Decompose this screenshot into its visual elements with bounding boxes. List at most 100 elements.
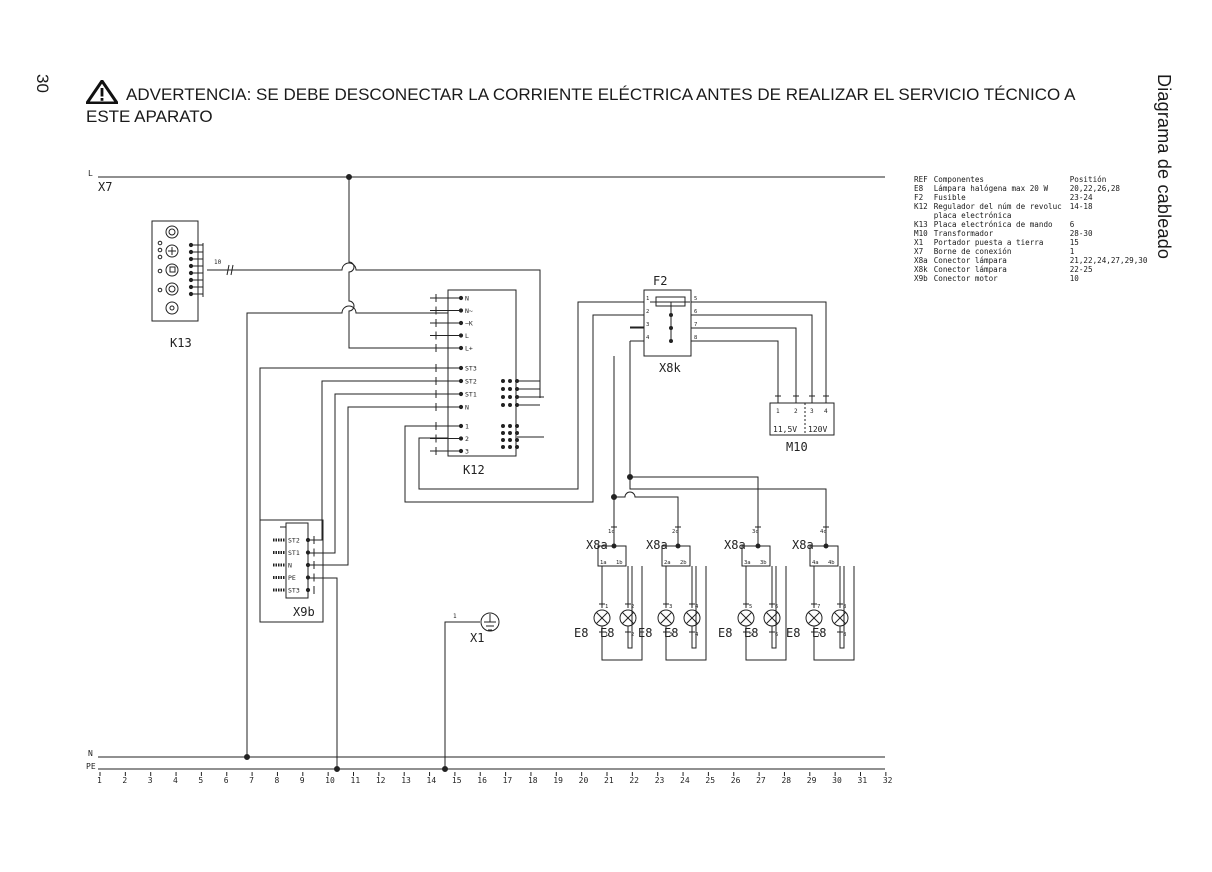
f2-label: F2 — [653, 274, 667, 288]
wire-n-x9b — [308, 406, 448, 566]
k12-bot-pin-dot — [458, 448, 464, 454]
x8a-top-pin: 4c — [820, 529, 827, 535]
grid-number: 19 — [553, 776, 563, 785]
lamp-pin: 8 — [843, 632, 846, 638]
wire-k12-top-right — [461, 289, 517, 398]
m10-pin: 2 — [794, 408, 798, 415]
x8a-bottom-pin: 4b — [828, 560, 835, 566]
x1-label: X1 — [470, 631, 484, 645]
k12-bot-pin-label: 2 — [465, 435, 469, 443]
k12-top-pin-dot — [458, 295, 464, 301]
lamp-return-wire — [813, 566, 855, 661]
x8a-bottom-pin: 2b — [680, 560, 687, 566]
e8-label: E8 — [744, 626, 758, 640]
lamp-pin: 7 — [817, 604, 820, 610]
x8a-bottom-pin: 4a — [812, 560, 819, 566]
wire-pe-x9b — [308, 577, 338, 757]
grid-number: 3 — [148, 776, 153, 785]
legend-cell-pos: 10 — [1069, 274, 1079, 283]
legend-cell-comp: Conector motor — [933, 274, 998, 283]
lamp-return-wire — [745, 566, 787, 661]
wire-N-k13 — [246, 305, 448, 757]
grid-number: 22 — [629, 776, 639, 785]
lamp-pin: 4 — [695, 604, 699, 610]
x8a-connector — [809, 545, 839, 567]
x9b-dot — [305, 575, 311, 580]
x8a-top-pin: 1c — [608, 529, 615, 535]
lamp-return-wire — [839, 566, 845, 649]
x1-pin: 1 — [453, 613, 457, 620]
grid-number: 10 — [325, 776, 335, 785]
x8a-connector — [597, 545, 627, 567]
grid-number: 12 — [376, 776, 386, 785]
grid-number: 11 — [351, 776, 361, 785]
x8a-connector — [661, 545, 691, 567]
e8-label: E8 — [664, 626, 678, 640]
lamp-pin: 1 — [605, 604, 608, 610]
k12-mid-pin-dot — [458, 391, 464, 397]
x9b-pin-label: ST1 — [288, 549, 300, 557]
lamp-pin: 3 — [669, 604, 672, 610]
legend-cell-ref: X8a — [914, 256, 928, 265]
grid-number: 26 — [731, 776, 741, 785]
junction-dot — [244, 754, 250, 760]
x9b-dot — [305, 537, 311, 543]
k12-top-pin-dot — [458, 320, 464, 326]
wire-x8k-7 — [691, 327, 797, 398]
lamp-return-wire — [665, 566, 707, 661]
x8a-connector — [741, 545, 771, 567]
wire-ground — [444, 621, 480, 769]
legend-cell-pos: 15 — [1069, 238, 1079, 247]
legend-cell-ref: X1 — [914, 238, 924, 247]
rail-L-label: L — [88, 169, 93, 178]
legend-cell-comp: Lámpara halógena max 20 W — [933, 184, 1049, 193]
legend-cell-pos: 28-30 — [1069, 229, 1093, 238]
lamp-pin: 2 — [631, 604, 634, 610]
grid-number: 23 — [655, 776, 665, 785]
k12-top-pin-label: N — [465, 295, 469, 303]
grid-number: 16 — [477, 776, 487, 785]
x8a-bottom-pin: 3b — [760, 560, 767, 566]
legend-cell-pos: 22-25 — [1069, 265, 1093, 274]
x8a-bottom-pin: 1b — [616, 560, 623, 566]
legend-cell-comp: Conector lámpara — [933, 265, 1007, 274]
legend-cell-ref: X8k — [914, 265, 928, 274]
e8-label: E8 — [638, 626, 652, 640]
x8k-left-pin: 1 — [646, 296, 649, 302]
k13-board — [151, 220, 199, 322]
lamp-cross — [596, 612, 608, 624]
x9b-dot — [305, 550, 311, 555]
k12-mid-pin-label: ST3 — [465, 365, 477, 373]
grid-number: 6 — [224, 776, 229, 785]
wire-k13-bus — [207, 262, 541, 398]
k13-label: K13 — [170, 336, 192, 350]
lamp-pin: 8 — [843, 604, 846, 610]
legend-cell-comp: Fusible — [933, 193, 966, 202]
legend-cell-comp: Transformador — [933, 229, 994, 238]
grid-number: 24 — [680, 776, 690, 785]
legend-cell-comp: Conector lámpara — [933, 256, 1007, 265]
x8k-block — [643, 289, 692, 357]
k12-bot-pin-label: 1 — [465, 423, 469, 431]
x8k-right-pin: 8 — [694, 335, 697, 341]
grid-number: 25 — [705, 776, 715, 785]
lamp-return-wire — [771, 566, 777, 649]
grid-number: 8 — [274, 776, 279, 785]
m10-pin: 3 — [810, 408, 814, 415]
lamp-pin: 6 — [775, 604, 778, 610]
grid-number: 29 — [807, 776, 817, 785]
grid-number: 32 — [883, 776, 893, 785]
k12-bot-pin-label: 3 — [465, 448, 469, 456]
x8a-bottom-pin: 1a — [600, 560, 607, 566]
wire-x8k-8 — [691, 340, 779, 398]
k12-bot-pin-dot — [458, 436, 464, 441]
legend-header-pos: Positión — [1069, 175, 1107, 184]
wire-st1 — [308, 393, 448, 554]
